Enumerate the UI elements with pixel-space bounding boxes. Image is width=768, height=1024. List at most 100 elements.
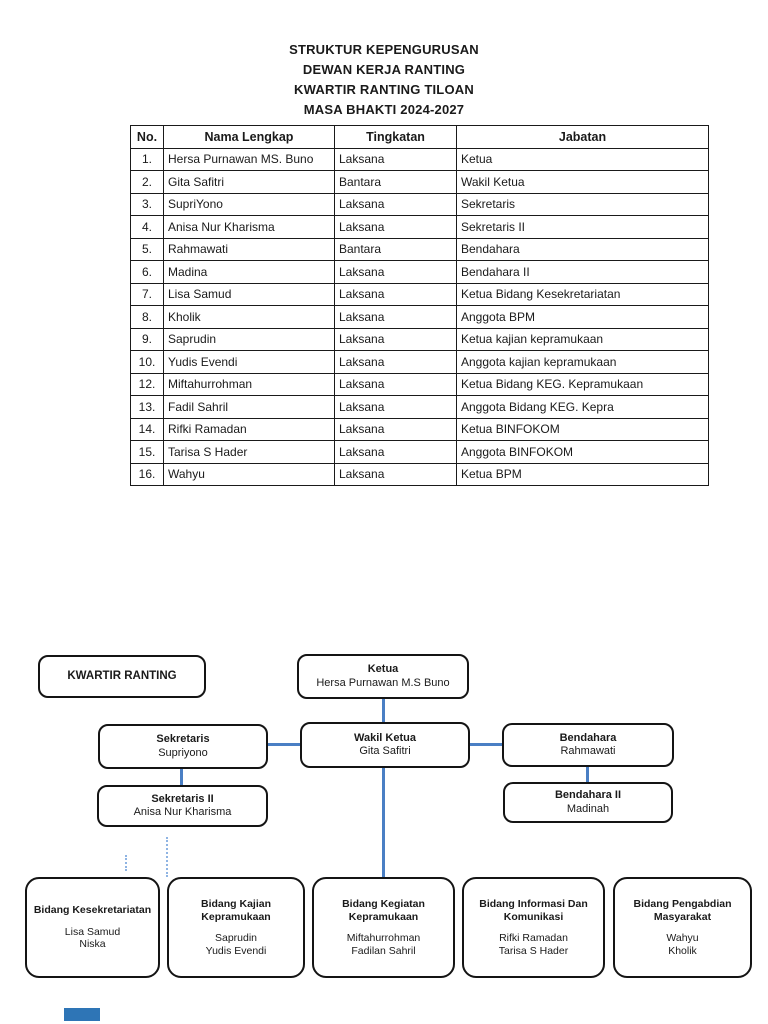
orgbox-member: Lisa Samud — [64, 925, 121, 938]
table-cell: 16. — [130, 462, 164, 486]
connector-wakil-bendahara — [470, 743, 502, 746]
orgbox-member: Kholik — [668, 944, 697, 957]
table-cell: Wakil Ketua — [456, 170, 709, 194]
title-line-4: MASA BHAKTI 2024-2027 — [303, 102, 465, 117]
orgbox-name: Hersa Purnawan M.S Buno — [316, 676, 450, 689]
table-cell: 3. — [130, 192, 164, 216]
orgbox-title: Ketua — [367, 663, 399, 675]
table-cell: Ketua BPM — [456, 462, 709, 486]
title-line-3: KWARTIR RANTING TILOAN — [294, 82, 474, 97]
orgbox-member: Saprudin — [214, 932, 258, 944]
orgbox-bidang-kajian-kepramukaan: Bidang Kajian Kepramukaan Saprudin Yudis… — [167, 877, 305, 978]
orgbox-member: Rifki Ramadan — [499, 932, 568, 944]
connector-sekretaris-wakil — [268, 743, 300, 746]
table-cell: 1. — [130, 147, 164, 171]
header-jabatan: Jabatan — [456, 125, 709, 149]
orgbox-sekretaris-2: Sekretaris II Anisa Nur Kharisma — [97, 785, 268, 827]
orgbox-name: Anisa Nur Kharisma — [133, 806, 232, 818]
orgbox-member: Yudis Evendi — [205, 944, 267, 957]
table-cell: Anggota Bidang KEG. Kepra — [456, 395, 709, 419]
orgbox-name: Madinah — [566, 802, 610, 815]
header-no: No. — [130, 125, 164, 149]
table-cell: Laksana — [334, 192, 457, 216]
orgbox-title: Bidang Informasi Dan Komunikasi — [479, 898, 588, 923]
table-cell: 2. — [130, 170, 164, 194]
orgbox-bendahara-2: Bendahara II Madinah — [503, 782, 673, 823]
document-title: STRUKTUR KEPENGURUSAN DEWAN KERJA RANTIN… — [0, 40, 768, 120]
orgbox-bidang-kegiatan-kepramukaan: Bidang Kegiatan Kepramukaan Miftahurrohm… — [312, 877, 455, 978]
table-cell: Bantara — [334, 237, 457, 261]
table-cell: Laksana — [334, 395, 457, 419]
table-cell: 9. — [130, 327, 164, 351]
roster-table: No. Nama Lengkap Tingkatan Jabatan 1.Her… — [130, 125, 709, 486]
table-cell: Ketua Bidang KEG. Kepramukaan — [456, 372, 709, 396]
connector-sekretaris-sekretaris2 — [180, 769, 183, 785]
orgbox-title: Sekretaris II — [151, 792, 214, 805]
table-cell: Laksana — [334, 440, 457, 464]
table-cell: Miftahurrohman — [163, 372, 335, 396]
table-cell: Wahyu — [163, 462, 335, 486]
orgbox-sekretaris: Sekretaris Supriyono — [98, 724, 268, 769]
table-cell: Rahmawati — [163, 237, 335, 261]
orgbox-member: Tarisa S Hader — [498, 944, 569, 957]
dotted-connector-2 — [125, 855, 127, 871]
table-cell: Tarisa S Hader — [163, 440, 335, 464]
table-cell: 6. — [130, 260, 164, 284]
connector-bendahara-bendahara2 — [586, 767, 589, 782]
orgbox-member: Wahyu — [666, 932, 699, 944]
page-bottom-blue-bar — [64, 1008, 100, 1021]
table-cell: Anggota kajian kepramukaan — [456, 350, 709, 374]
table-cell: 5. — [130, 237, 164, 261]
orgbox-name: Rahmawati — [560, 745, 616, 757]
table-cell: 15. — [130, 440, 164, 464]
orgbox-bidang-kesekretariatan: Bidang Kesekretariatan Lisa Samud Niska — [25, 877, 160, 978]
table-cell: SupriYono — [163, 192, 335, 216]
dotted-connector-1 — [166, 837, 168, 877]
orgbox-title: KWARTIR RANTING — [67, 669, 177, 682]
orgbox-ketua: Ketua Hersa Purnawan M.S Buno — [297, 654, 469, 699]
table-cell: Laksana — [334, 147, 457, 171]
table-cell: 10. — [130, 350, 164, 374]
table-cell: 8. — [130, 305, 164, 329]
orgbox-title: Bendahara II — [554, 789, 622, 801]
title-line-1: STRUKTUR KEPENGURUSAN — [289, 42, 479, 57]
table-cell: Fadil Sahril — [163, 395, 335, 419]
table-cell: Anggota BINFOKOM — [456, 440, 709, 464]
table-cell: Laksana — [334, 260, 457, 284]
table-cell: Gita Safitri — [163, 170, 335, 194]
orgbox-member: Miftahurrohman — [346, 932, 421, 944]
table-cell: Laksana — [334, 372, 457, 396]
table-cell: Kholik — [163, 305, 335, 329]
table-cell: Ketua — [456, 147, 709, 171]
table-cell: 7. — [130, 282, 164, 306]
connector-ketua-wakil — [382, 699, 385, 722]
orgbox-title: Bidang Pengabdian Masyarakat — [633, 898, 732, 923]
table-cell: Saprudin — [163, 327, 335, 351]
orgbox-wakil-ketua: Wakil Ketua Gita Safitri — [300, 722, 470, 768]
table-cell: Laksana — [334, 215, 457, 239]
table-cell: 4. — [130, 215, 164, 239]
orgbox-kwartir-ranting: KWARTIR RANTING — [38, 655, 206, 698]
table-cell: Ketua Bidang Kesekretariatan — [456, 282, 709, 306]
table-cell: Hersa Purnawan MS. Buno — [163, 147, 335, 171]
table-header-row: No. Nama Lengkap Tingkatan Jabatan — [130, 125, 709, 149]
orgbox-name: Gita Safitri — [359, 745, 411, 757]
table-cell: Laksana — [334, 417, 457, 441]
table-cell: Sekretaris II — [456, 215, 709, 239]
table-cell: Yudis Evendi — [163, 350, 335, 374]
orgbox-member: Fadilan Sahril — [351, 944, 416, 957]
table-cell: 13. — [130, 395, 164, 419]
orgbox-bidang-pengabdian-masyarakat: Bidang Pengabdian Masyarakat Wahyu Kholi… — [613, 877, 752, 978]
